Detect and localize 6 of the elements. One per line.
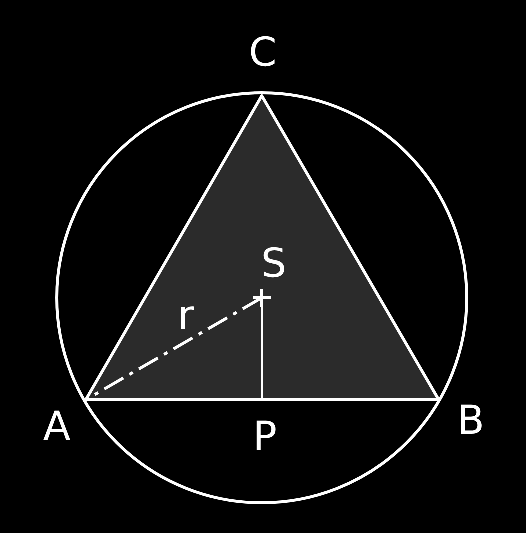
point-label: B [457, 401, 485, 441]
point-label: P [252, 417, 278, 457]
point-label: A [43, 407, 71, 447]
point-label: C [249, 33, 277, 73]
point-label: S [261, 244, 287, 284]
radius-label: r [178, 296, 194, 336]
